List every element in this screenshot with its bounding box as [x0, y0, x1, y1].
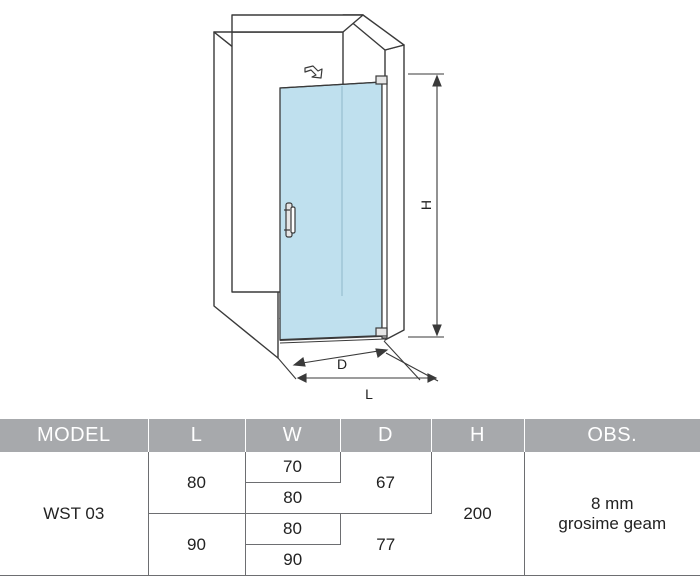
obs-line-2: grosime geam	[525, 514, 700, 534]
depth-length-dimension	[278, 341, 438, 382]
depth-label: D	[337, 356, 347, 372]
header-model: MODEL	[0, 419, 148, 452]
l-cell: 80	[148, 452, 245, 514]
h-cell: 200	[431, 452, 524, 576]
hinge-icon	[376, 76, 387, 84]
w-cell: 90	[245, 545, 340, 576]
length-label: L	[365, 386, 373, 402]
obs-line-1: 8 mm	[525, 494, 700, 514]
spec-table: MODEL L W D H OBS. WST 03 80 70 67 200 8…	[0, 419, 700, 576]
shower-door-diagram: H D L	[0, 0, 700, 412]
obs-cell: 8 mm grosime geam	[524, 452, 700, 576]
d-cell: 67	[340, 452, 431, 514]
w-cell: 80	[245, 514, 340, 545]
model-cell: WST 03	[0, 452, 148, 576]
header-obs: OBS.	[524, 419, 700, 452]
table-header-row: MODEL L W D H OBS.	[0, 419, 700, 452]
header-d: D	[340, 419, 431, 452]
header-l: L	[148, 419, 245, 452]
header-w: W	[245, 419, 340, 452]
w-cell: 80	[245, 483, 340, 514]
w-cell: 70	[245, 452, 340, 483]
header-h: H	[431, 419, 524, 452]
height-label: H	[418, 200, 434, 210]
door-handle-icon	[284, 203, 295, 237]
table-row: WST 03 80 70 67 200 8 mm grosime geam	[0, 452, 700, 483]
